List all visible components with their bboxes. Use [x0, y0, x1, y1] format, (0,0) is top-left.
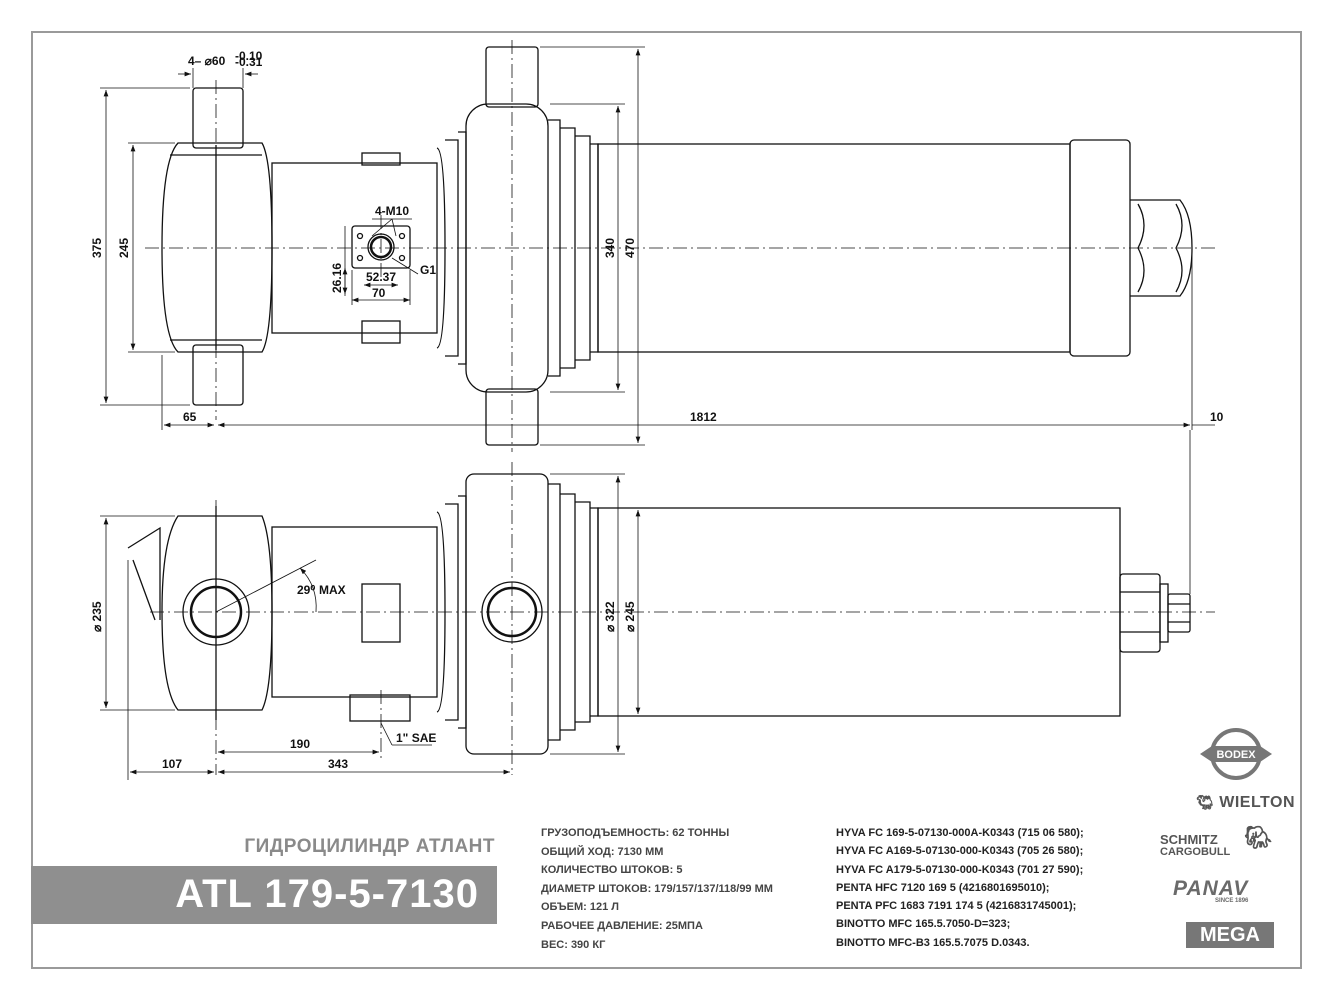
dim-190: 190	[290, 737, 310, 751]
model-item: HYVA FC A179-5-07130-000-K0343 (701 27 5…	[836, 863, 1084, 876]
dim-pin-tol-lower: -0.31	[235, 55, 263, 69]
pin-bottom-left	[192, 344, 244, 406]
side-plate	[361, 583, 401, 643]
model-item: BINOTTO MFC-B3 165.5.7075 D.0343.	[836, 936, 1030, 949]
clip-top	[361, 152, 401, 166]
model-item: PENTA HFC 7120 169 5 (4216801695010);	[836, 881, 1050, 894]
rear-trunnion	[161, 142, 273, 353]
wielton-logo: 🐫︎ WIELTON	[1196, 794, 1295, 812]
bodex-text: BODEX	[1216, 749, 1256, 761]
spec-item: ОБЪЕМ: 121 Л	[541, 901, 619, 914]
sae-port	[349, 694, 411, 722]
panav-since-text: SINCE 1896	[1215, 898, 1249, 904]
product-subtitle: ГИДРОЦИЛИНДР АТЛАНТ	[244, 836, 495, 857]
dim-340: 340	[603, 238, 617, 258]
wielton-text: WIELTON	[1219, 794, 1296, 811]
compatible-models-list: HYVA FC 169-5-07130-000A-K0343 (715 06 5…	[836, 824, 1084, 952]
dim-10: 10	[1210, 410, 1224, 424]
dim-port-thread: 4-M10	[375, 204, 409, 218]
drawing-frame	[31, 31, 1302, 969]
spec-list: ГРУЗОПОДЪЕМНОСТЬ: 62 ТОННЫ ОБЩИЙ ХОД: 71…	[541, 824, 773, 954]
dim-70: 70	[372, 286, 386, 300]
top-dimensions	[100, 46, 1215, 446]
dim-52-37: 52.37	[366, 270, 396, 284]
dim-1812: 1812	[690, 410, 717, 424]
model-item: BINOTTO MFC 165.5.7050-D=323;	[836, 918, 1011, 931]
dim-65: 65	[183, 410, 197, 424]
model-banner: ATL 179-5-7130	[31, 866, 497, 924]
dim-dia-235: ⌀ 235	[90, 601, 104, 632]
spec-item: ОБЩИЙ ХОД: 7130 ММ	[541, 845, 664, 858]
camel-icon: 🐫︎	[1196, 794, 1215, 810]
panav-text: PANAV	[1173, 877, 1249, 900]
dim-angle-max: MAX	[319, 583, 346, 597]
spec-item: РАБОЧЕЕ ДАВЛЕНИЕ: 25МПА	[541, 919, 703, 932]
schmitz-logo: SCHMITZ CARGOBULL 🐘︎	[1160, 827, 1272, 859]
clip-bottom	[361, 320, 401, 344]
dim-pin-dia: 4– ⌀60	[188, 54, 226, 68]
spec-item: ГРУЗОПОДЪЕМНОСТЬ: 62 ТОННЫ	[541, 827, 730, 839]
dim-pin-tol-upper: -0.10	[235, 49, 263, 63]
elephant-icon: 🐘︎	[1244, 825, 1272, 850]
spec-item: КОЛИЧЕСТВО ШТОКОВ: 5	[541, 864, 683, 877]
dim-port-g1: G1	[420, 263, 436, 277]
dim-245: 245	[117, 238, 131, 258]
dimension-labels: 4– ⌀60 -0.10 -0.31 375 245 340 470 65 18…	[90, 49, 1224, 771]
model-title: ATL 179-5-7130	[175, 872, 479, 916]
model-item: PENTA PFC 1683 7191 174 5 (4216831745001…	[836, 900, 1077, 913]
model-item: HYVA FC 169-5-07130-000A-K0343 (715 06 5…	[836, 827, 1084, 839]
cargobull-text: CARGOBULL	[1160, 846, 1231, 858]
bodex-logo: BODEX	[1200, 728, 1272, 780]
bottom-view	[127, 462, 1215, 775]
rear-trunnion-side	[161, 515, 273, 711]
dim-375: 375	[90, 238, 104, 258]
pin-top-left	[192, 87, 244, 149]
dim-sae: 1" SAE	[396, 731, 436, 745]
end-eye	[1130, 199, 1193, 297]
spec-item: ВЕС: 390 КГ	[541, 938, 606, 951]
end-nut	[1119, 573, 1161, 653]
mega-logo: MEGA	[1186, 922, 1274, 948]
front-head-side	[465, 473, 549, 755]
model-item: HYVA FC A169-5-07130-000-K0343 (705 26 5…	[836, 845, 1084, 858]
bottom-dimensions	[100, 430, 1191, 780]
top-view	[145, 40, 1215, 452]
panav-logo: PANAV SINCE 1896	[1173, 877, 1248, 904]
end-stud	[1167, 593, 1191, 633]
dim-470: 470	[623, 238, 637, 258]
dim-dia-245: ⌀ 245	[623, 601, 637, 632]
dim-343: 343	[328, 757, 348, 771]
dim-107: 107	[162, 757, 182, 771]
schmitz-text: SCHMITZ	[1160, 832, 1218, 847]
spec-item: ДИАМЕТР ШТОКОВ: 179/157/137/118/99 ММ	[541, 882, 773, 895]
dim-26-16: 26.16	[330, 263, 344, 293]
dim-dia-322: ⌀ 322	[603, 601, 617, 632]
dim-angle-29: 29⁰	[297, 583, 315, 597]
